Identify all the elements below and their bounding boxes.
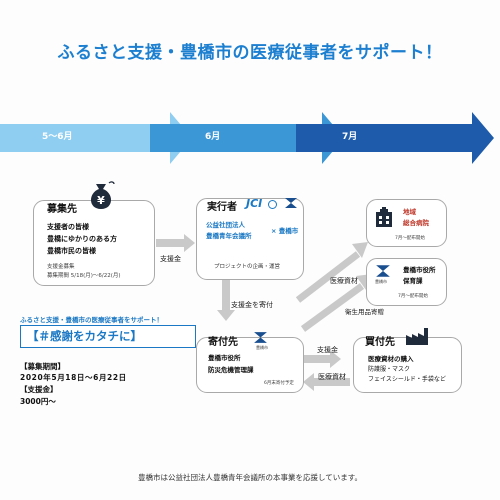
arrow-purchase-to-donation — [303, 373, 350, 391]
purchase-line-3: フェイスシールド・手袋など — [368, 376, 446, 383]
purchase-heading: 買付先 — [365, 337, 395, 348]
timeline-arrow — [0, 112, 494, 164]
footer-note: 豊橋市は公益社団法人豊橋青年会議所の本事業を応援しています。 — [137, 473, 363, 482]
executor-org-line-1: 公益社団法人 — [206, 221, 245, 229]
executor-org-line-2: 豊橋青年会議所 — [206, 232, 252, 240]
edge-hygiene: 衛生用品寄贈 — [345, 308, 384, 316]
executor-heading: 実行者 — [207, 202, 237, 213]
executor-box — [196, 198, 304, 280]
donation-emblem-label: 豊橋市 — [256, 345, 268, 350]
promo-amount-value: 3000円～ — [20, 397, 56, 406]
donation-box — [196, 337, 304, 393]
arrow-recruit-to-executor — [156, 234, 195, 252]
toyohashi-emblem-icon — [254, 332, 267, 343]
donation-note: 6月末寄付予定 — [264, 381, 294, 386]
donation-line-2: 防災危機管理課 — [208, 366, 254, 374]
timeline-phase-1: 5～6月 — [42, 132, 73, 142]
hospital-icon — [376, 207, 392, 227]
toyohashi-emblem-icon — [376, 265, 390, 277]
page-title: ふるさと支援・豊橋市の医療従事者をサポート！ — [57, 43, 443, 63]
donation-line-1: 豊橋市役所 — [208, 354, 241, 362]
promo-period-value: 2020年5月18日～6月22日 — [20, 373, 127, 382]
toyohashi-emblem-icon — [285, 198, 297, 208]
hospital-note: 7月～配布開始 — [395, 236, 425, 241]
hospital-name-1: 地域 — [403, 208, 416, 216]
factory-icon — [406, 328, 428, 345]
arrow-donation-to-purchase — [302, 350, 341, 368]
donation-heading: 寄付先 — [208, 337, 238, 348]
purchase-line-1: 医療資材の購入 — [368, 355, 414, 363]
recruit-line-1: 支援者の皆様 — [47, 223, 89, 231]
edge-medical-1: 医療資材 — [330, 277, 358, 285]
promo-slogan: 【＃感謝をカタチに】 — [27, 329, 142, 343]
edge-support-fund-2: 支援金 — [317, 346, 338, 354]
edge-support-fund: 支援金 — [160, 255, 181, 263]
svg-text:¥: ¥ — [97, 194, 105, 207]
arrow-executor-down — [217, 278, 235, 321]
jci-logo: JCI — [246, 197, 263, 210]
childcare-note: 7月～配布開始 — [398, 294, 428, 299]
timeline-phase-3: 7月 — [342, 132, 358, 142]
childcare-name-1: 豊橋市役所 — [403, 266, 436, 274]
jci-mark-icon — [268, 200, 277, 209]
edge-medical-2: 医療資材 — [318, 373, 346, 381]
recruit-heading: 募集先 — [47, 204, 77, 215]
purchase-line-2: 防護服・マスク — [368, 366, 411, 373]
money-bag-icon: ¥ — [90, 181, 115, 209]
timeline-phase-2: 6月 — [205, 132, 221, 142]
promo-period-label: 【募集期間】 — [20, 362, 65, 371]
childcare-name-2: 保育課 — [403, 277, 423, 285]
executor-note: プロジェクトの企画・運営 — [214, 264, 281, 270]
recruit-line-3: 豊橋市民の皆様 — [47, 247, 96, 255]
recruit-line-2: 豊橋にゆかりのある方 — [47, 235, 117, 243]
promo-slogan-box — [20, 325, 196, 348]
recruit-period: 募集期間 5/18(月)～6/22(月) — [47, 273, 121, 279]
hospital-name-2: 総合病院 — [403, 219, 429, 227]
executor-city: × 豊橋市 — [271, 227, 299, 235]
edge-send-fund: 支援金を寄付 — [231, 301, 273, 309]
promo-amount-label: 【支援金】 — [20, 385, 58, 394]
recruit-sub-label: 支援金募集 — [47, 264, 75, 270]
promo-subtitle: ふるさと支援・豊橋市の医療従事者をサポート！ — [20, 316, 163, 324]
childcare-emblem-label: 豊橋市 — [375, 279, 387, 284]
